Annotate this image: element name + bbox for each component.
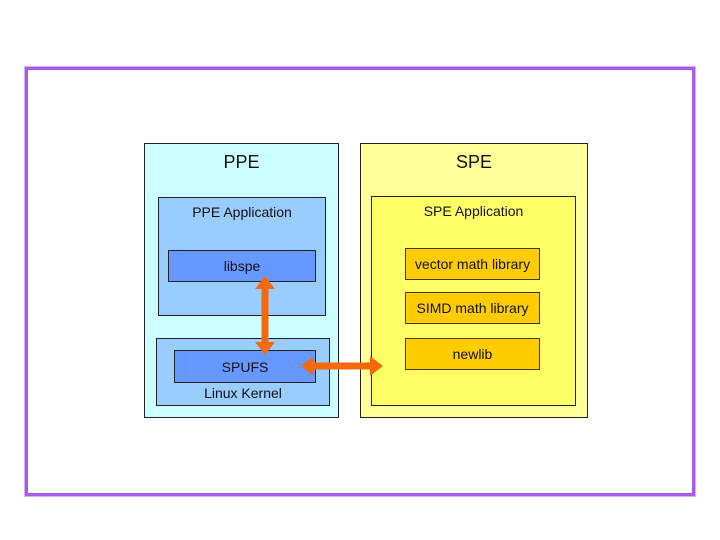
newlib-label: newlib: [452, 346, 493, 362]
libspe-label: libspe: [223, 258, 261, 274]
vector-math-library-label: vector math library: [414, 256, 531, 272]
newlib-box: newlib: [405, 338, 540, 370]
linux-kernel-label: Linux Kernel: [204, 385, 282, 401]
ppe-group: PPE PPE Application libspe SPUFS Linux K…: [144, 143, 339, 418]
arrow-spufs-spe: [301, 356, 383, 376]
double-arrow-vertical-icon: [255, 276, 275, 355]
linux-kernel-box: SPUFS Linux Kernel: [156, 338, 330, 406]
spe-application-title: SPE Application: [423, 203, 524, 219]
slide-border-frame: [25, 67, 695, 496]
simd-math-library-label: SIMD math library: [416, 300, 529, 316]
ppe-application-title: PPE Application: [192, 204, 292, 220]
spufs-label: SPUFS: [221, 358, 269, 375]
arrow-libspe-spufs: [255, 276, 275, 355]
spe-title: SPE: [455, 152, 493, 172]
simd-math-library-box: SIMD math library: [405, 292, 540, 324]
double-arrow-horizontal-icon: [301, 356, 383, 376]
ppe-application-box: PPE Application libspe: [158, 197, 326, 316]
spe-application-box: SPE Application vector math library SIMD…: [371, 196, 576, 406]
spufs-box: SPUFS: [174, 350, 316, 383]
ppe-title: PPE: [223, 152, 260, 172]
spe-group: SPE SPE Application vector math library …: [360, 143, 588, 418]
libspe-box: libspe: [168, 250, 316, 282]
vector-math-library-box: vector math library: [405, 248, 540, 280]
